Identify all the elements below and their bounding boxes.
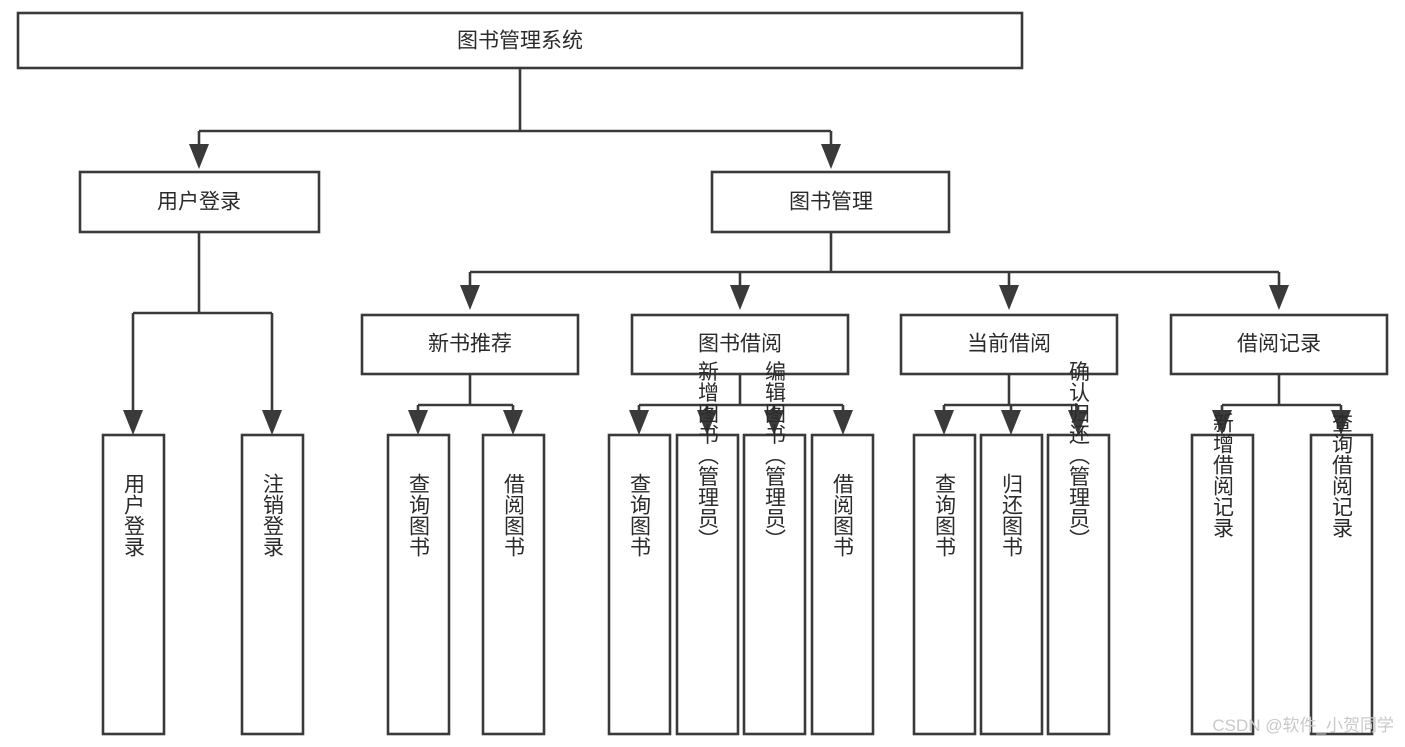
leaf-bb-add-book[interactable]: 新增图书（管理员） <box>675 361 740 736</box>
node-new-book-recommend-box[interactable] <box>360 313 580 376</box>
node-root-system[interactable]: 图书管理系统 <box>16 11 1024 70</box>
arrow-head-book-manage <box>821 144 841 169</box>
arrow-head-bb-borrow-book <box>833 410 853 435</box>
arrow-head-bb-query-book <box>629 410 649 435</box>
leaf-cb-confirm-return[interactable]: 确认归还（管理员） <box>1046 361 1111 736</box>
connector-group-user-login-children <box>123 232 282 435</box>
node-user-login[interactable]: 用户登录 <box>78 170 321 234</box>
leaf-cb-query-book[interactable]: 查询图书 <box>912 433 977 736</box>
connector-group-borrow-record-children <box>1212 374 1351 435</box>
node-user-login-box[interactable] <box>78 170 321 234</box>
leaf-cb-return-book-label: 归还图书 <box>1000 473 1024 557</box>
arrow-head-borrow-record <box>1269 285 1289 310</box>
leaf-bb-add-book-label: 新增图书（管理员） <box>696 361 720 550</box>
node-book-borrow-box[interactable] <box>630 313 850 376</box>
arrow-head-nb-borrow-book <box>503 410 523 435</box>
leaf-nb-borrow-book[interactable]: 借阅图书 <box>481 433 546 736</box>
leaf-bb-query-book[interactable]: 查询图书 <box>607 433 672 736</box>
node-book-manage-box[interactable] <box>710 170 951 234</box>
node-current-borrow[interactable]: 当前借阅 <box>899 313 1119 376</box>
node-book-manage[interactable]: 图书管理 <box>710 170 951 234</box>
node-book-borrow-label: 图书借阅 <box>698 333 782 356</box>
leaf-cb-confirm-return-box[interactable] <box>1046 433 1111 736</box>
node-book-manage-label: 图书管理 <box>789 191 873 214</box>
leaf-br-query-record[interactable]: 查询借阅记录 <box>1309 412 1374 736</box>
connector-group-current-borrow-children <box>934 374 1088 435</box>
arrow-head-br-query-record <box>1331 410 1351 435</box>
leaf-bb-edit-book[interactable]: 编辑图书（管理员） <box>742 361 807 736</box>
leaf-cb-return-book[interactable]: 归还图书 <box>979 433 1044 736</box>
leaf-user-login-label: 用户登录 <box>122 473 146 557</box>
connector-group-new-book-children <box>408 374 523 435</box>
node-borrow-record-box[interactable] <box>1169 313 1389 376</box>
node-user-login-label: 用户登录 <box>157 191 241 214</box>
node-root-system-box[interactable] <box>16 11 1024 70</box>
arrow-head-book-borrow <box>730 285 750 310</box>
leaf-bb-edit-book-box[interactable] <box>742 433 807 736</box>
leaf-br-query-record-label: 查询借阅记录 <box>1330 412 1354 538</box>
connector-group-book-borrow-children <box>629 374 853 435</box>
arrow-head-cb-query-book <box>934 410 954 435</box>
arrow-head-new-book-recommend <box>460 285 480 310</box>
leaf-br-query-record-box[interactable] <box>1309 433 1374 736</box>
node-root-system-label: 图书管理系统 <box>457 30 583 53</box>
leaf-nb-borrow-book-box[interactable] <box>481 433 546 736</box>
node-new-book-recommend[interactable]: 新书推荐 <box>360 313 580 376</box>
arrow-head-cb-return-book <box>1001 410 1021 435</box>
leaf-cb-query-book-box[interactable] <box>912 433 977 736</box>
arrow-head-bb-edit-book <box>764 410 784 435</box>
node-current-borrow-box[interactable] <box>899 313 1119 376</box>
node-borrow-record[interactable]: 借阅记录 <box>1169 313 1389 376</box>
leaf-nb-query-book-label: 查询图书 <box>407 473 431 557</box>
leaf-nb-query-book-box[interactable] <box>386 433 451 736</box>
arrow-head-cb-confirm-return <box>1068 410 1088 435</box>
node-borrow-record-label: 借阅记录 <box>1237 333 1321 356</box>
arrow-head-user-login <box>189 144 209 169</box>
leaf-bb-borrow-book[interactable]: 借阅图书 <box>810 433 875 736</box>
leaf-br-add-record[interactable]: 新增借阅记录 <box>1190 412 1255 736</box>
leaf-bb-query-book-label: 查询图书 <box>628 473 652 557</box>
leaf-cb-confirm-return-label: 确认归还（管理员） <box>1067 361 1091 550</box>
node-book-borrow[interactable]: 图书借阅 <box>630 313 850 376</box>
leaf-cb-return-book-box[interactable] <box>979 433 1044 736</box>
arrow-head-leaf-logout <box>262 410 282 435</box>
leaf-logout-label: 注销登录 <box>261 473 285 557</box>
leaf-logout-box[interactable] <box>240 433 305 736</box>
leaf-user-login-box[interactable] <box>101 433 166 736</box>
node-current-borrow-label: 当前借阅 <box>967 333 1051 356</box>
leaf-bb-query-book-box[interactable] <box>607 433 672 736</box>
connector-group-book-manage-children <box>460 232 1289 310</box>
arrow-head-nb-query-book <box>408 410 428 435</box>
leaf-bb-borrow-book-label: 借阅图书 <box>831 473 855 557</box>
node-new-book-recommend-label: 新书推荐 <box>428 333 512 356</box>
leaf-cb-query-book-label: 查询图书 <box>933 473 957 557</box>
leaf-bb-edit-book-label: 编辑图书（管理员） <box>763 361 787 550</box>
leaf-nb-borrow-book-label: 借阅图书 <box>502 473 526 557</box>
csdn-watermark: CSDN @软件_小贺同学 <box>1212 716 1394 735</box>
arrow-head-current-borrow <box>999 285 1019 310</box>
connector-group-root-to-level2 <box>189 68 841 169</box>
leaf-bb-add-book-box[interactable] <box>675 433 740 736</box>
arrow-head-br-add-record <box>1212 410 1232 435</box>
leaf-bb-borrow-book-box[interactable] <box>810 433 875 736</box>
leaf-br-add-record-box[interactable] <box>1190 433 1255 736</box>
leaf-br-add-record-label: 新增借阅记录 <box>1211 412 1235 538</box>
leaf-user-login[interactable]: 用户登录 <box>101 433 166 736</box>
leaf-nb-query-book[interactable]: 查询图书 <box>386 433 451 736</box>
arrow-head-leaf-user-login <box>123 410 143 435</box>
leaf-logout[interactable]: 注销登录 <box>240 433 305 736</box>
arrow-head-bb-add-book <box>697 410 717 435</box>
